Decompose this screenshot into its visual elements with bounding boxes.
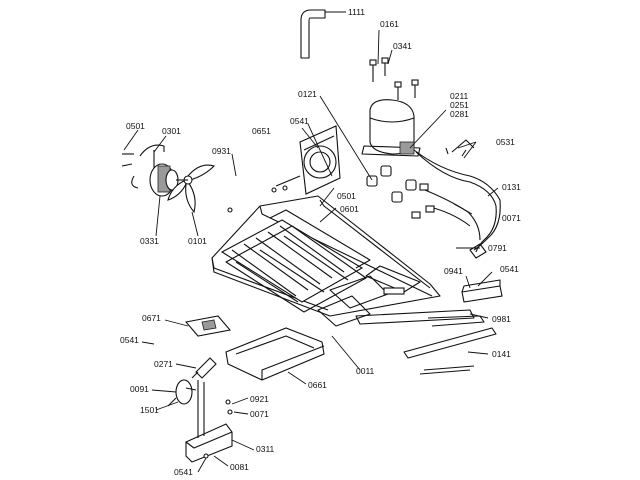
wiring-harness: [411, 149, 501, 259]
compressor-bolts: [369, 57, 419, 100]
drain-tray-slots: [317, 265, 421, 327]
callout-0981: 0981: [492, 314, 511, 324]
condenser-tube: [300, 9, 326, 59]
relay-clips: [445, 139, 475, 157]
callout-0791: 0791: [488, 243, 507, 253]
callout-0121: 0121: [298, 89, 317, 99]
callout-0941: 0941: [444, 266, 463, 276]
callout-0541: 0541: [500, 264, 519, 274]
compressor: [361, 99, 421, 157]
callout-0921: 0921: [250, 394, 269, 404]
callout-0501: 0501: [337, 191, 356, 201]
callout-0091: 0091: [130, 384, 149, 394]
thermostat: [167, 379, 197, 407]
callout-0601: 0601: [340, 204, 359, 214]
bracket-0941: [461, 279, 503, 303]
callout-0131: 0131: [502, 182, 521, 192]
louver-plate: [184, 315, 232, 337]
callout-0251: 0251: [450, 100, 469, 110]
callout-0011: 0011: [356, 366, 375, 376]
callout-0661: 0661: [308, 380, 327, 390]
callout-0331: 0331: [140, 236, 159, 246]
fan-blade: [167, 164, 216, 214]
side-rail: [355, 309, 485, 327]
callout-0071: 0071: [502, 213, 521, 223]
callout-0101: 0101: [188, 236, 207, 246]
callout-0081: 0081: [230, 462, 249, 472]
condenser-coil: [220, 209, 371, 313]
fan-screws: [121, 153, 233, 213]
callout-0301: 0301: [162, 126, 181, 136]
fan-motor: [149, 163, 179, 197]
control-box: [185, 380, 233, 463]
callout-0271: 0271: [154, 359, 173, 369]
callout-0541: 0541: [120, 335, 139, 345]
callout-1111: 1111: [348, 7, 365, 17]
front-rail: [403, 327, 497, 375]
callout-0161: 0161: [380, 19, 399, 29]
callout-0071: 0071: [250, 409, 269, 419]
fan-shroud: [271, 125, 341, 195]
callout-0141: 0141: [492, 349, 511, 359]
callout-0651: 0651: [252, 126, 271, 136]
callout-0931: 0931: [212, 146, 231, 156]
callout-0281: 0281: [450, 109, 469, 119]
callout-0501: 0501: [126, 121, 145, 131]
callout-0541: 0541: [174, 467, 193, 477]
callout-0671: 0671: [142, 313, 161, 323]
drain-pan: [225, 327, 325, 381]
callout-0311: 0311: [256, 444, 275, 454]
callout-labels: 1111 0161 0341 0121 0211 0251 0281 0501 …: [120, 7, 521, 477]
callout-0541: 0541: [290, 116, 309, 126]
callout-1501: 1501: [140, 405, 159, 415]
leader-lines: [123, 11, 499, 473]
callout-0531: 0531: [496, 137, 515, 147]
compressor-grommets: [366, 165, 417, 203]
callout-0211: 0211: [450, 91, 469, 101]
callout-0341: 0341: [393, 41, 412, 51]
heater-part: [191, 357, 217, 379]
